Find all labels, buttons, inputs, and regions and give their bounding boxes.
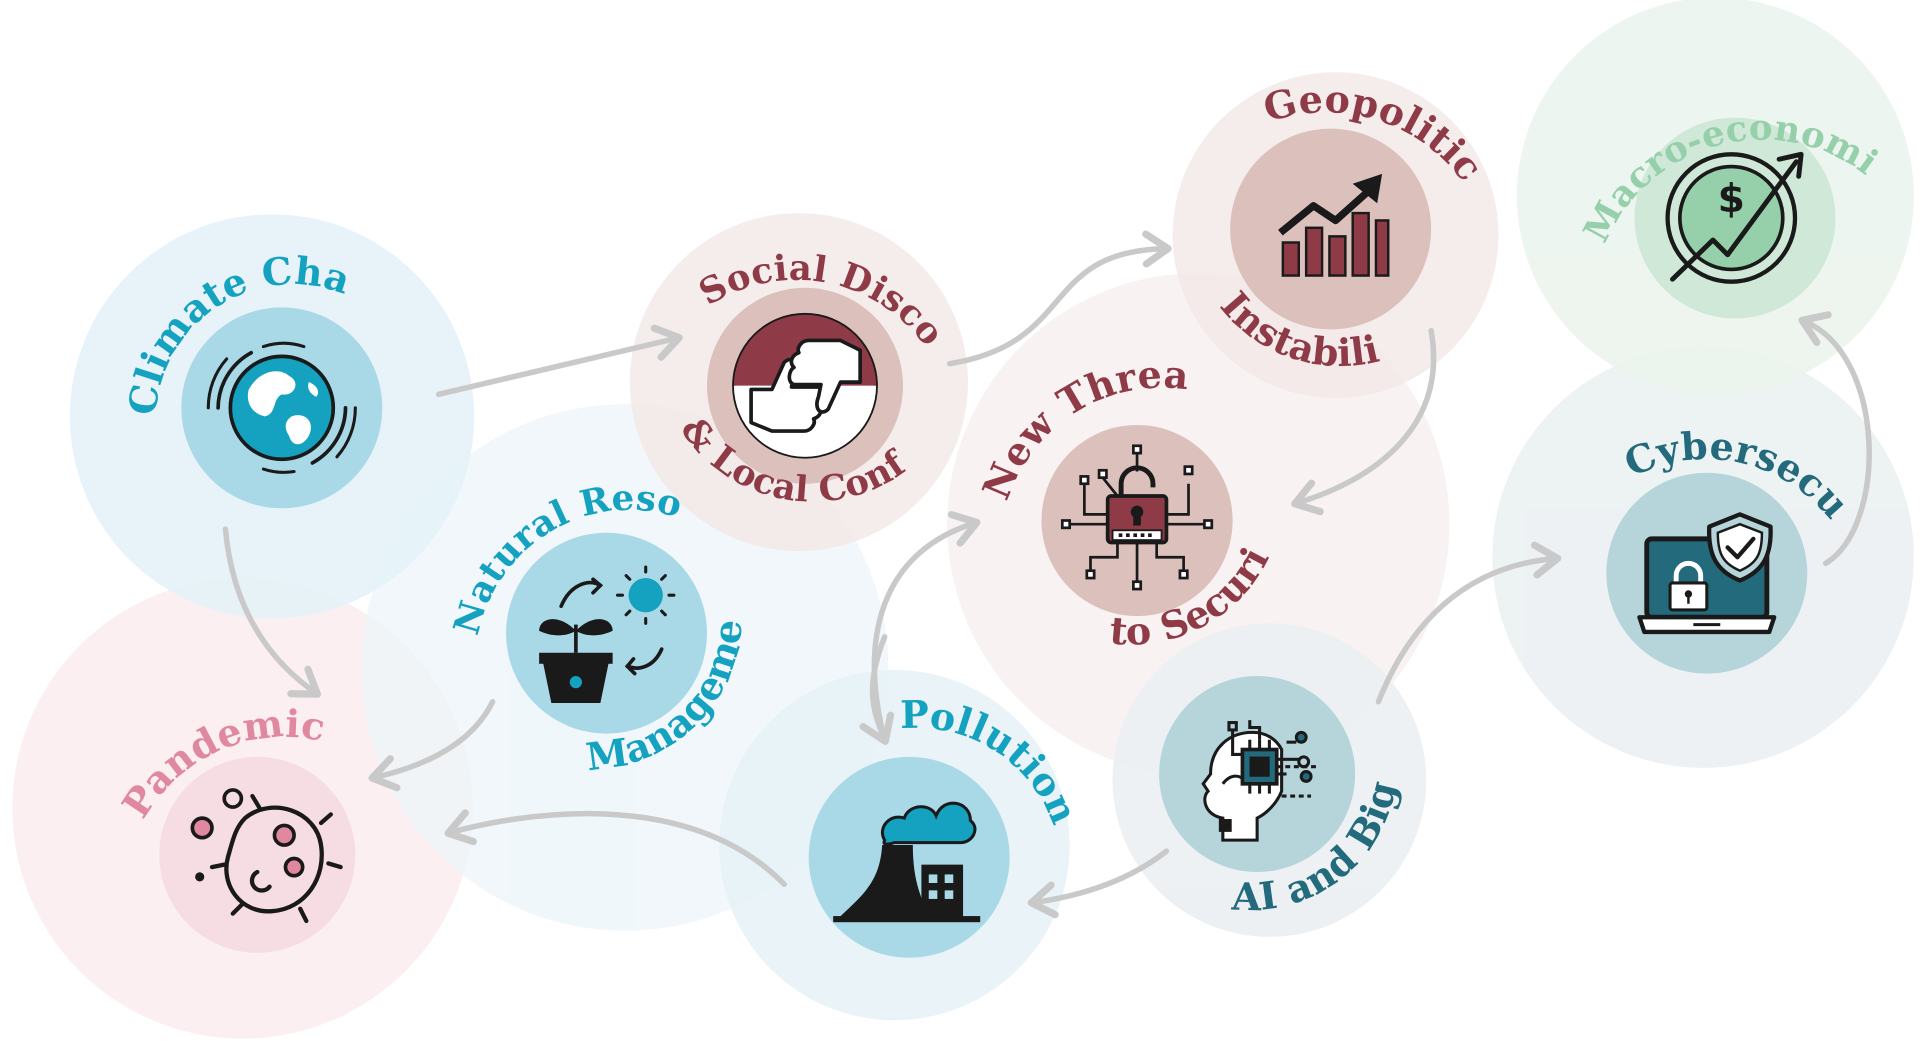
- network-lock-icon: [1060, 444, 1214, 591]
- arrow-new-threats-to-pollution: [859, 634, 895, 745]
- factory-smoke-icon: [833, 801, 981, 923]
- arrow-geopolitical-to-new-threats: [1291, 327, 1437, 516]
- plant-and-sun-icon: [539, 565, 676, 703]
- arrow-cybersecurity-to-macro: [1798, 311, 1872, 567]
- dollar-growth-icon: $: [1665, 151, 1804, 284]
- virus-icon: [190, 788, 343, 924]
- arrow-pollution-to-pandemics: [444, 809, 787, 887]
- arrow-social-to-geopolitical: [946, 230, 1172, 367]
- arrow-climate-to-social: [435, 324, 683, 398]
- ai-head-chip-icon: [1201, 720, 1319, 842]
- laptop-shield-lock-icon: [1637, 512, 1777, 635]
- thumbs-up-down-icon: [732, 312, 878, 459]
- arrow-climate-to-pandemics: [222, 526, 322, 698]
- globe-icon: [206, 341, 357, 474]
- connection-arrows: [222, 230, 1872, 919]
- arrow-pollution-new-threats: [871, 511, 981, 743]
- core-pandemics: [159, 756, 356, 953]
- svg-text:$: $: [1718, 177, 1745, 222]
- arrow-natural-to-pandemics: [368, 699, 496, 792]
- arrow-ai-to-pollution: [1027, 848, 1170, 919]
- arrow-ai-to-cybersecurity: [1375, 541, 1562, 705]
- rising-bar-chart-icon: [1278, 173, 1390, 277]
